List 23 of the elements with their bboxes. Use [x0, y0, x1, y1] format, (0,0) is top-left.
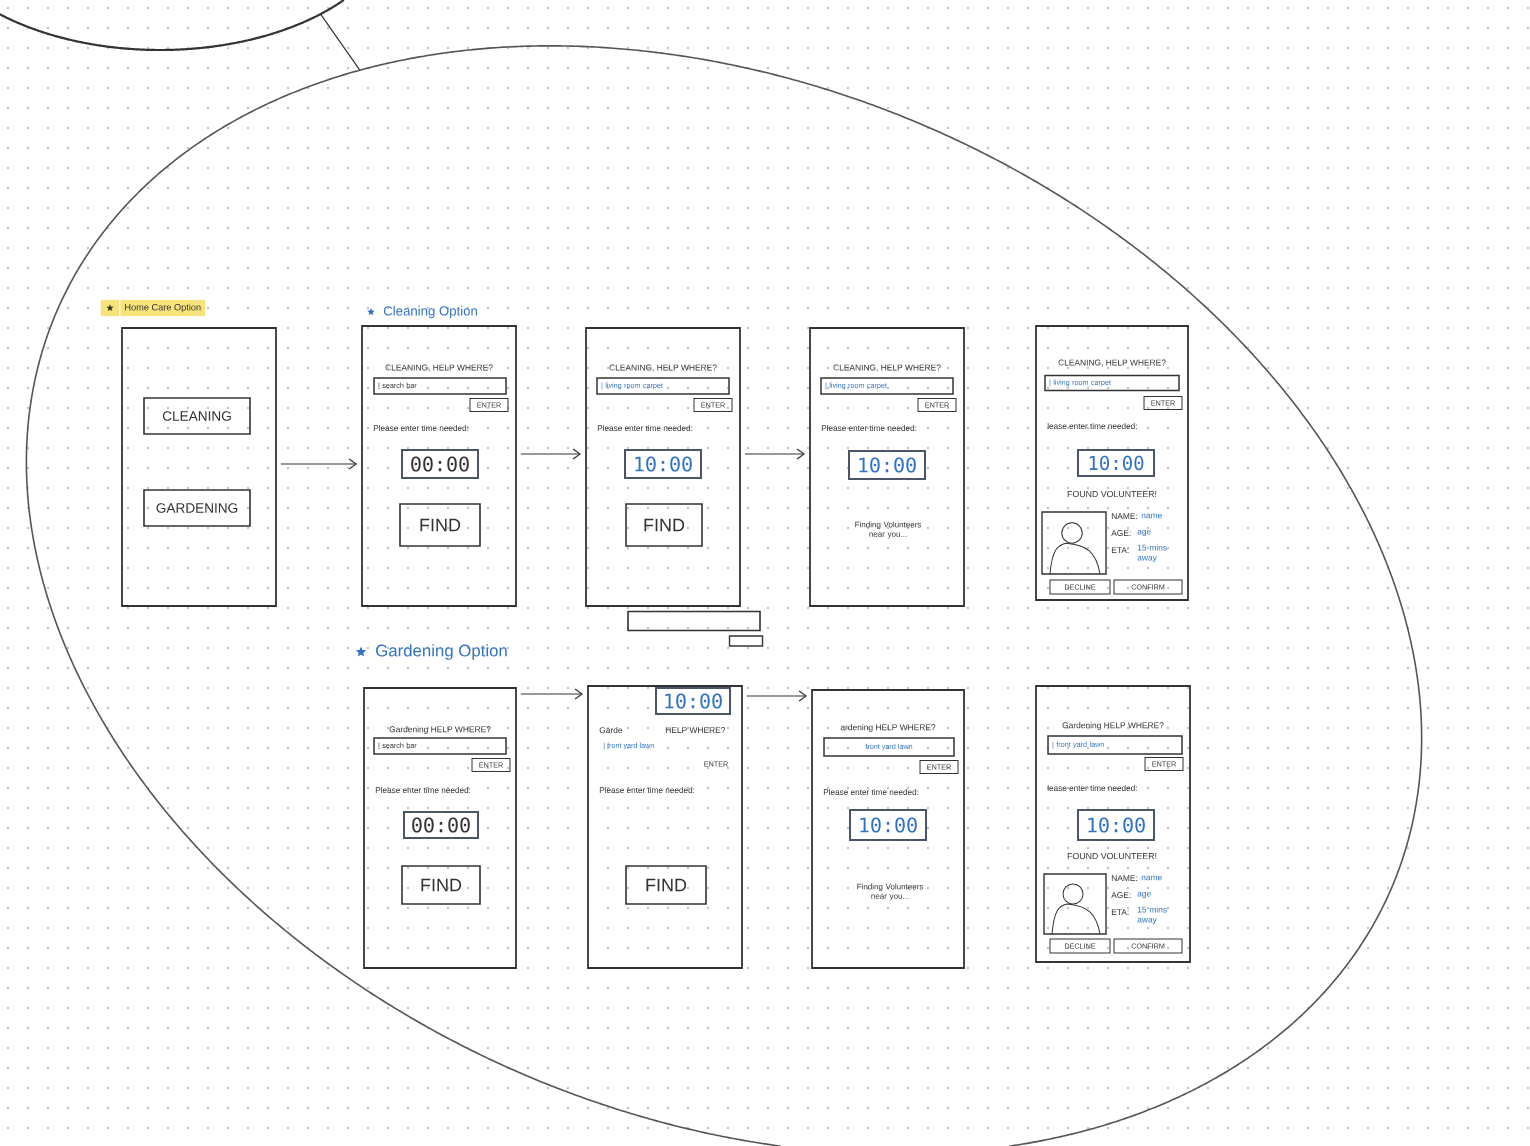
empty-box: [627, 610, 761, 632]
button: FIND: [625, 865, 707, 905]
time-field: 10:00: [624, 449, 702, 479]
button: FIND: [625, 503, 703, 547]
time-field: 10:00: [655, 687, 731, 715]
arrow: [520, 688, 584, 700]
time-field: 00:00: [401, 449, 479, 479]
button: FIND: [401, 865, 481, 905]
time-field: 00:00: [403, 811, 479, 839]
time-field: 10:00: [1077, 809, 1155, 841]
avatar-picture: [1043, 873, 1107, 935]
time-field: 10:00: [849, 809, 927, 841]
arrow: [746, 690, 808, 702]
time-field: 10:00: [848, 450, 926, 480]
arrow: [744, 448, 806, 460]
connector-line: [320, 13, 361, 71]
button: FIND: [399, 503, 481, 547]
time-field: 10:00: [1077, 449, 1155, 477]
arrow: [520, 448, 582, 460]
empty-box: [728, 635, 764, 647]
avatar-picture: [1041, 511, 1107, 575]
heading: Gardening Option: [376, 644, 507, 660]
arrow: [280, 458, 358, 470]
